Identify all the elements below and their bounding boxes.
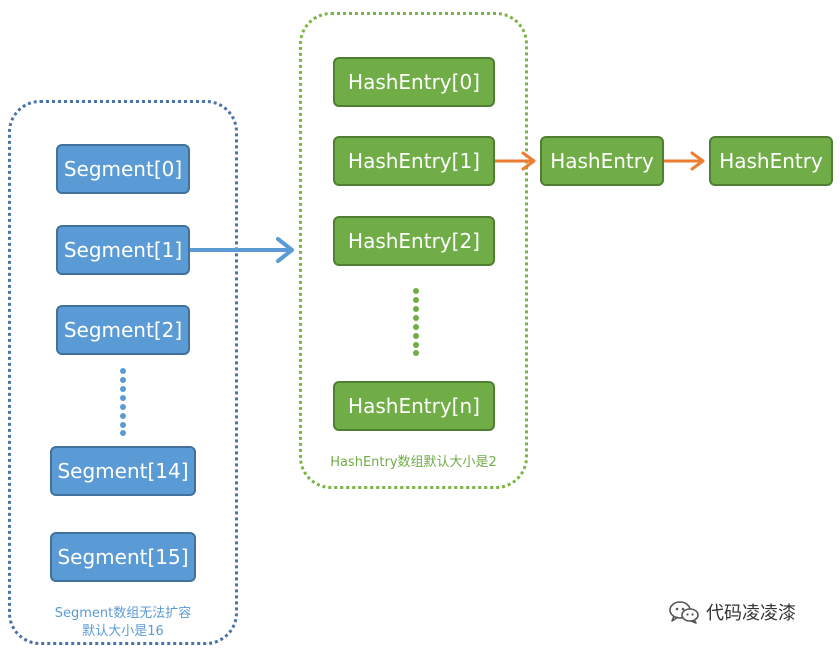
hashentry-n-box: HashEntry[n] [333,381,495,431]
watermark-text: 代码凌凌漆 [706,603,796,624]
chain-hashentry-2-box: HashEntry [709,136,833,186]
wechat-icon [669,601,699,624]
chain-hashentry-1-box: HashEntry [540,136,664,186]
hashentry-caption: HashEntry数组默认大小是2 [330,455,497,470]
segment-caption: Segment数组无法扩容 默认大小是16 [10,605,236,641]
segment-caption-line1: Segment数组无法扩容 [54,606,192,621]
segment-1-box: Segment[1] [56,225,190,275]
segment-0-box: Segment[0] [56,144,190,194]
hashentry-2-box: HashEntry[2] [333,216,495,266]
hashentry-1-box: HashEntry[1] [333,136,495,186]
segment-caption-line2: 默认大小是16 [82,624,164,639]
hashentry-array-group [299,12,528,489]
segment-array-group [8,100,238,645]
segment-2-box: Segment[2] [56,305,190,355]
segment-15-box: Segment[15] [50,532,196,582]
hashentry-to-chain-arrow-2 [664,151,705,171]
hashentry-to-chain-arrow-1 [495,151,536,171]
hashentry-0-box: HashEntry[0] [333,57,495,107]
segment-to-hashentry-arrow [190,237,294,263]
watermark: 代码凌凌漆 [668,600,796,624]
segment-14-box: Segment[14] [50,446,196,496]
